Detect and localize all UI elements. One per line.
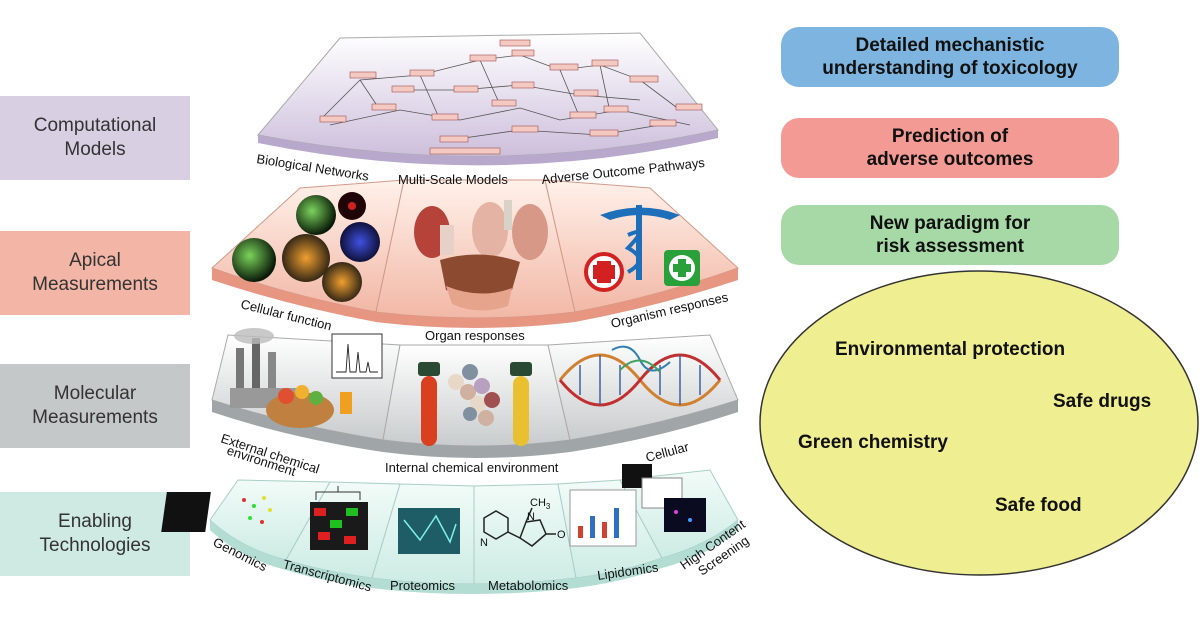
goal-prediction-adverse-outcomes: Prediction of adverse outcomes: [781, 118, 1119, 178]
label-proteomics: Proteomics: [390, 578, 456, 593]
methyl-ch: CH: [530, 497, 546, 509]
label-cellular: Cellular: [644, 439, 691, 465]
label-multi-scale-models: Multi-Scale Models: [398, 172, 508, 187]
lipidomics-chart-image: [569, 489, 637, 547]
high-content-screening-images: [622, 464, 706, 532]
transcriptomics-heatmap-image: [310, 486, 368, 550]
atom-label-n-pyridine: N: [480, 537, 488, 549]
network-nodes: [319, 39, 703, 155]
benefit-safe-drugs: Safe drugs: [1053, 391, 1152, 412]
molecule-model: [448, 364, 500, 426]
label-internal-chemical-environment: Internal chemical environment: [385, 460, 559, 475]
computational-models-fan: [257, 32, 719, 166]
chromatogram-chart: [331, 333, 383, 379]
atom-label-o: O: [557, 529, 566, 541]
layer-label-apical-measurements: Apical Measurements: [0, 231, 190, 315]
proteomics-structure-image: [398, 508, 460, 554]
methyl-subscript: 3: [546, 502, 551, 511]
caduceus-icon: [600, 205, 680, 280]
atom-label-n-pyrrolidine: N: [527, 511, 535, 523]
molecular-segment-cellular: [547, 334, 739, 452]
cell-microscopy-images: [232, 192, 380, 302]
goal-mechanistic-understanding: Detailed mechanistic understanding of to…: [781, 27, 1119, 87]
red-cross-icon: [584, 252, 624, 292]
benefit-environmental-protection: Environmental protection: [835, 339, 1066, 360]
label-organ-responses: Organ responses: [425, 328, 525, 343]
label-metabolomics: Metabolomics: [488, 578, 569, 593]
benefit-safe-food: Safe food: [995, 495, 1082, 516]
green-cross-icon: [664, 250, 700, 286]
benefit-green-chemistry: Green chemistry: [798, 432, 948, 453]
benefits-ellipse: [759, 270, 1199, 576]
protein-structure: [611, 345, 671, 373]
nicotine-structure: [483, 507, 556, 547]
goal-new-paradigm-risk-assessment: New paradigm for risk assessment: [781, 205, 1119, 265]
layer-label-molecular-measurements: Molecular Measurements: [0, 364, 190, 448]
test-tube-right: [510, 362, 532, 446]
food-basket-illustration: [266, 385, 352, 428]
layer-label-computational-models: Computational Models: [0, 96, 190, 180]
layer-label-enabling-technologies: Enabling Technologies: [0, 492, 190, 576]
organ-illustrations: [414, 200, 548, 311]
genomics-microarray-image: [161, 492, 272, 532]
test-tube-left: [418, 362, 440, 446]
atom-label-methyl: CH3: [530, 497, 551, 511]
dna-helix: [558, 353, 722, 407]
